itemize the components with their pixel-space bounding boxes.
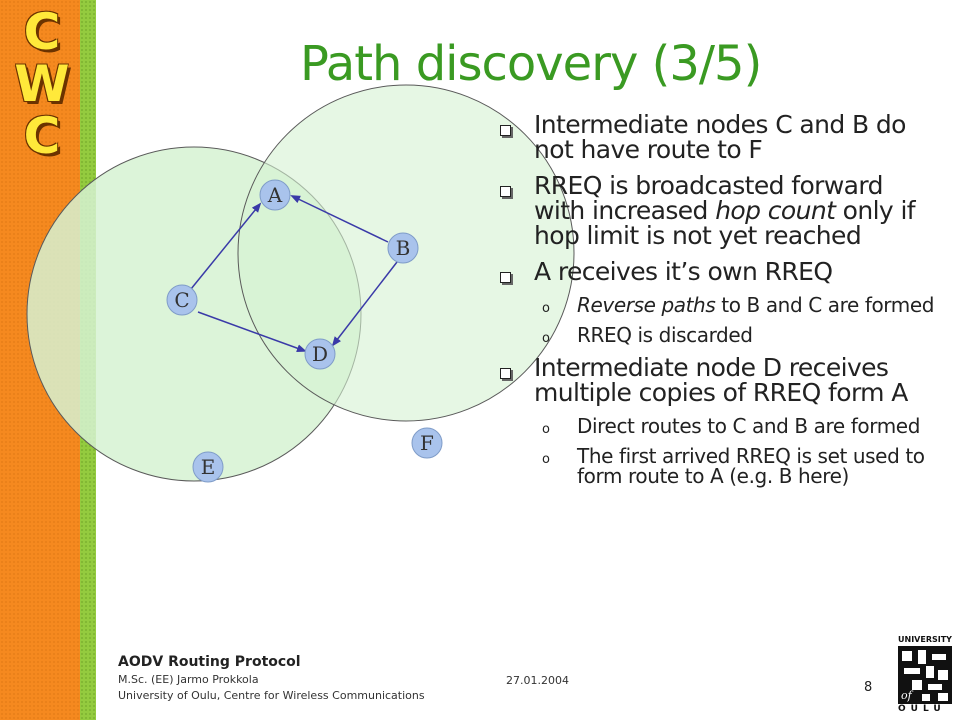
node-label-e: E xyxy=(201,455,216,479)
node-label-a: A xyxy=(267,183,283,207)
node-c: C xyxy=(166,284,198,316)
sub-bullet-4-2: The first arrived RREQ is set used to fo… xyxy=(497,446,937,486)
slide-title: Path discovery (3/5) xyxy=(300,36,762,92)
node-f: F xyxy=(411,427,443,459)
bullet-list: Intermediate nodes C and B do not have r… xyxy=(497,112,937,496)
node-label-d: D xyxy=(312,342,328,366)
sub-bullet-3-1: Reverse paths to B and C are formed xyxy=(497,293,937,319)
node-e: E xyxy=(192,451,224,483)
university-logo-top-text: UNIVERSITY xyxy=(898,635,952,644)
sub-bullet-4-1: Direct routes to C and B are formed xyxy=(497,416,937,440)
bullet-4: Intermediate node D receives multiple co… xyxy=(497,355,937,405)
node-d: D xyxy=(304,338,336,370)
footer-title: AODV Routing Protocol xyxy=(118,654,301,670)
university-logo-of: of xyxy=(901,689,914,702)
node-label-c: C xyxy=(174,288,189,312)
footer-author: M.Sc. (EE) Jarmo Prokkola xyxy=(118,673,259,686)
sub-bullet-3-2: RREQ is discarded xyxy=(497,325,937,349)
university-of-oulu-logo: UNIVERSITY of OULU xyxy=(898,636,952,718)
node-label-b: B xyxy=(396,236,411,260)
logo-letter-c2: C xyxy=(23,107,61,165)
bullet-1: Intermediate nodes C and B do not have r… xyxy=(497,112,937,162)
logo-letter-w: W xyxy=(14,55,70,113)
bullet-2: RREQ is broadcasted forward with increas… xyxy=(497,173,937,248)
university-logo-bottom-text: OULU xyxy=(898,704,946,714)
node-b: B xyxy=(387,232,419,264)
university-logo-mark-icon: of xyxy=(898,646,952,704)
bullet-3: A receives it’s own RREQ xyxy=(497,259,937,284)
arrow-c-to-d xyxy=(197,311,307,353)
logo-letter-c1: C xyxy=(23,3,61,61)
reverse-paths-emphasis: Reverse paths xyxy=(577,293,716,317)
page-number: 8 xyxy=(864,680,873,695)
footer-affiliation: University of Oulu, Centre for Wireless … xyxy=(118,689,425,702)
arrow-b-to-a xyxy=(290,195,389,243)
node-label-f: F xyxy=(420,431,434,455)
footer-date: 27.01.2004 xyxy=(506,674,569,687)
arrow-b-to-d xyxy=(331,261,398,347)
hop-count-emphasis: hop count xyxy=(715,196,836,225)
cwc-logo: C W C xyxy=(12,6,72,162)
node-a: A xyxy=(259,179,291,211)
arrow-c-to-a xyxy=(190,202,262,290)
